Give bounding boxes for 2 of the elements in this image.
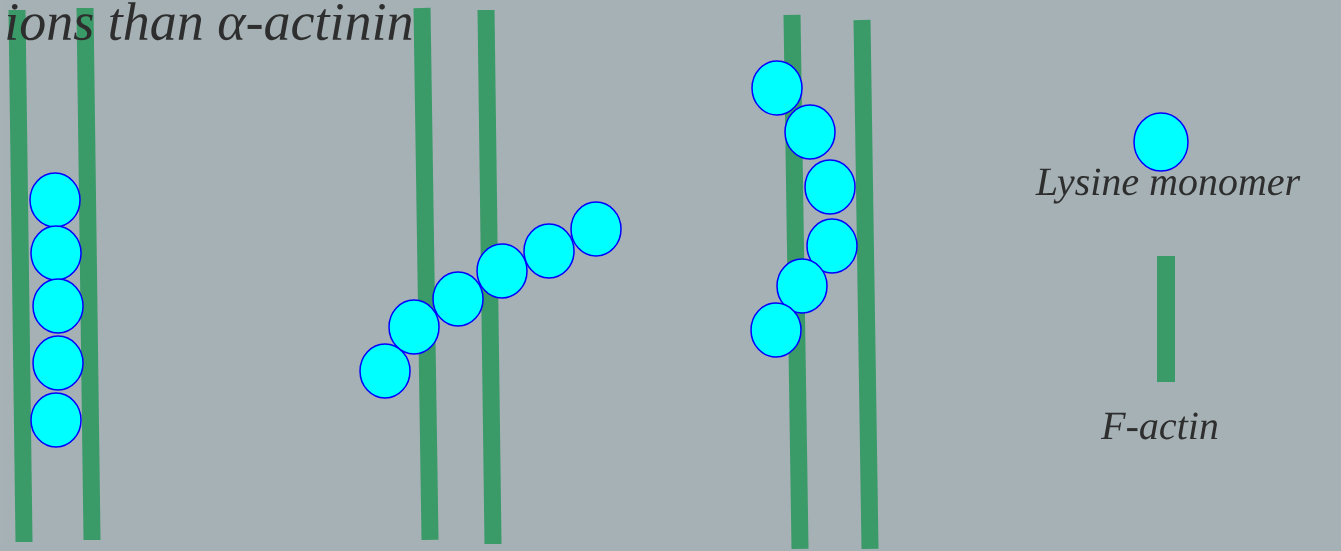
legend-label: Lysine monomer — [1035, 168, 1301, 204]
legend-label: F-actin — [1100, 412, 1218, 440]
